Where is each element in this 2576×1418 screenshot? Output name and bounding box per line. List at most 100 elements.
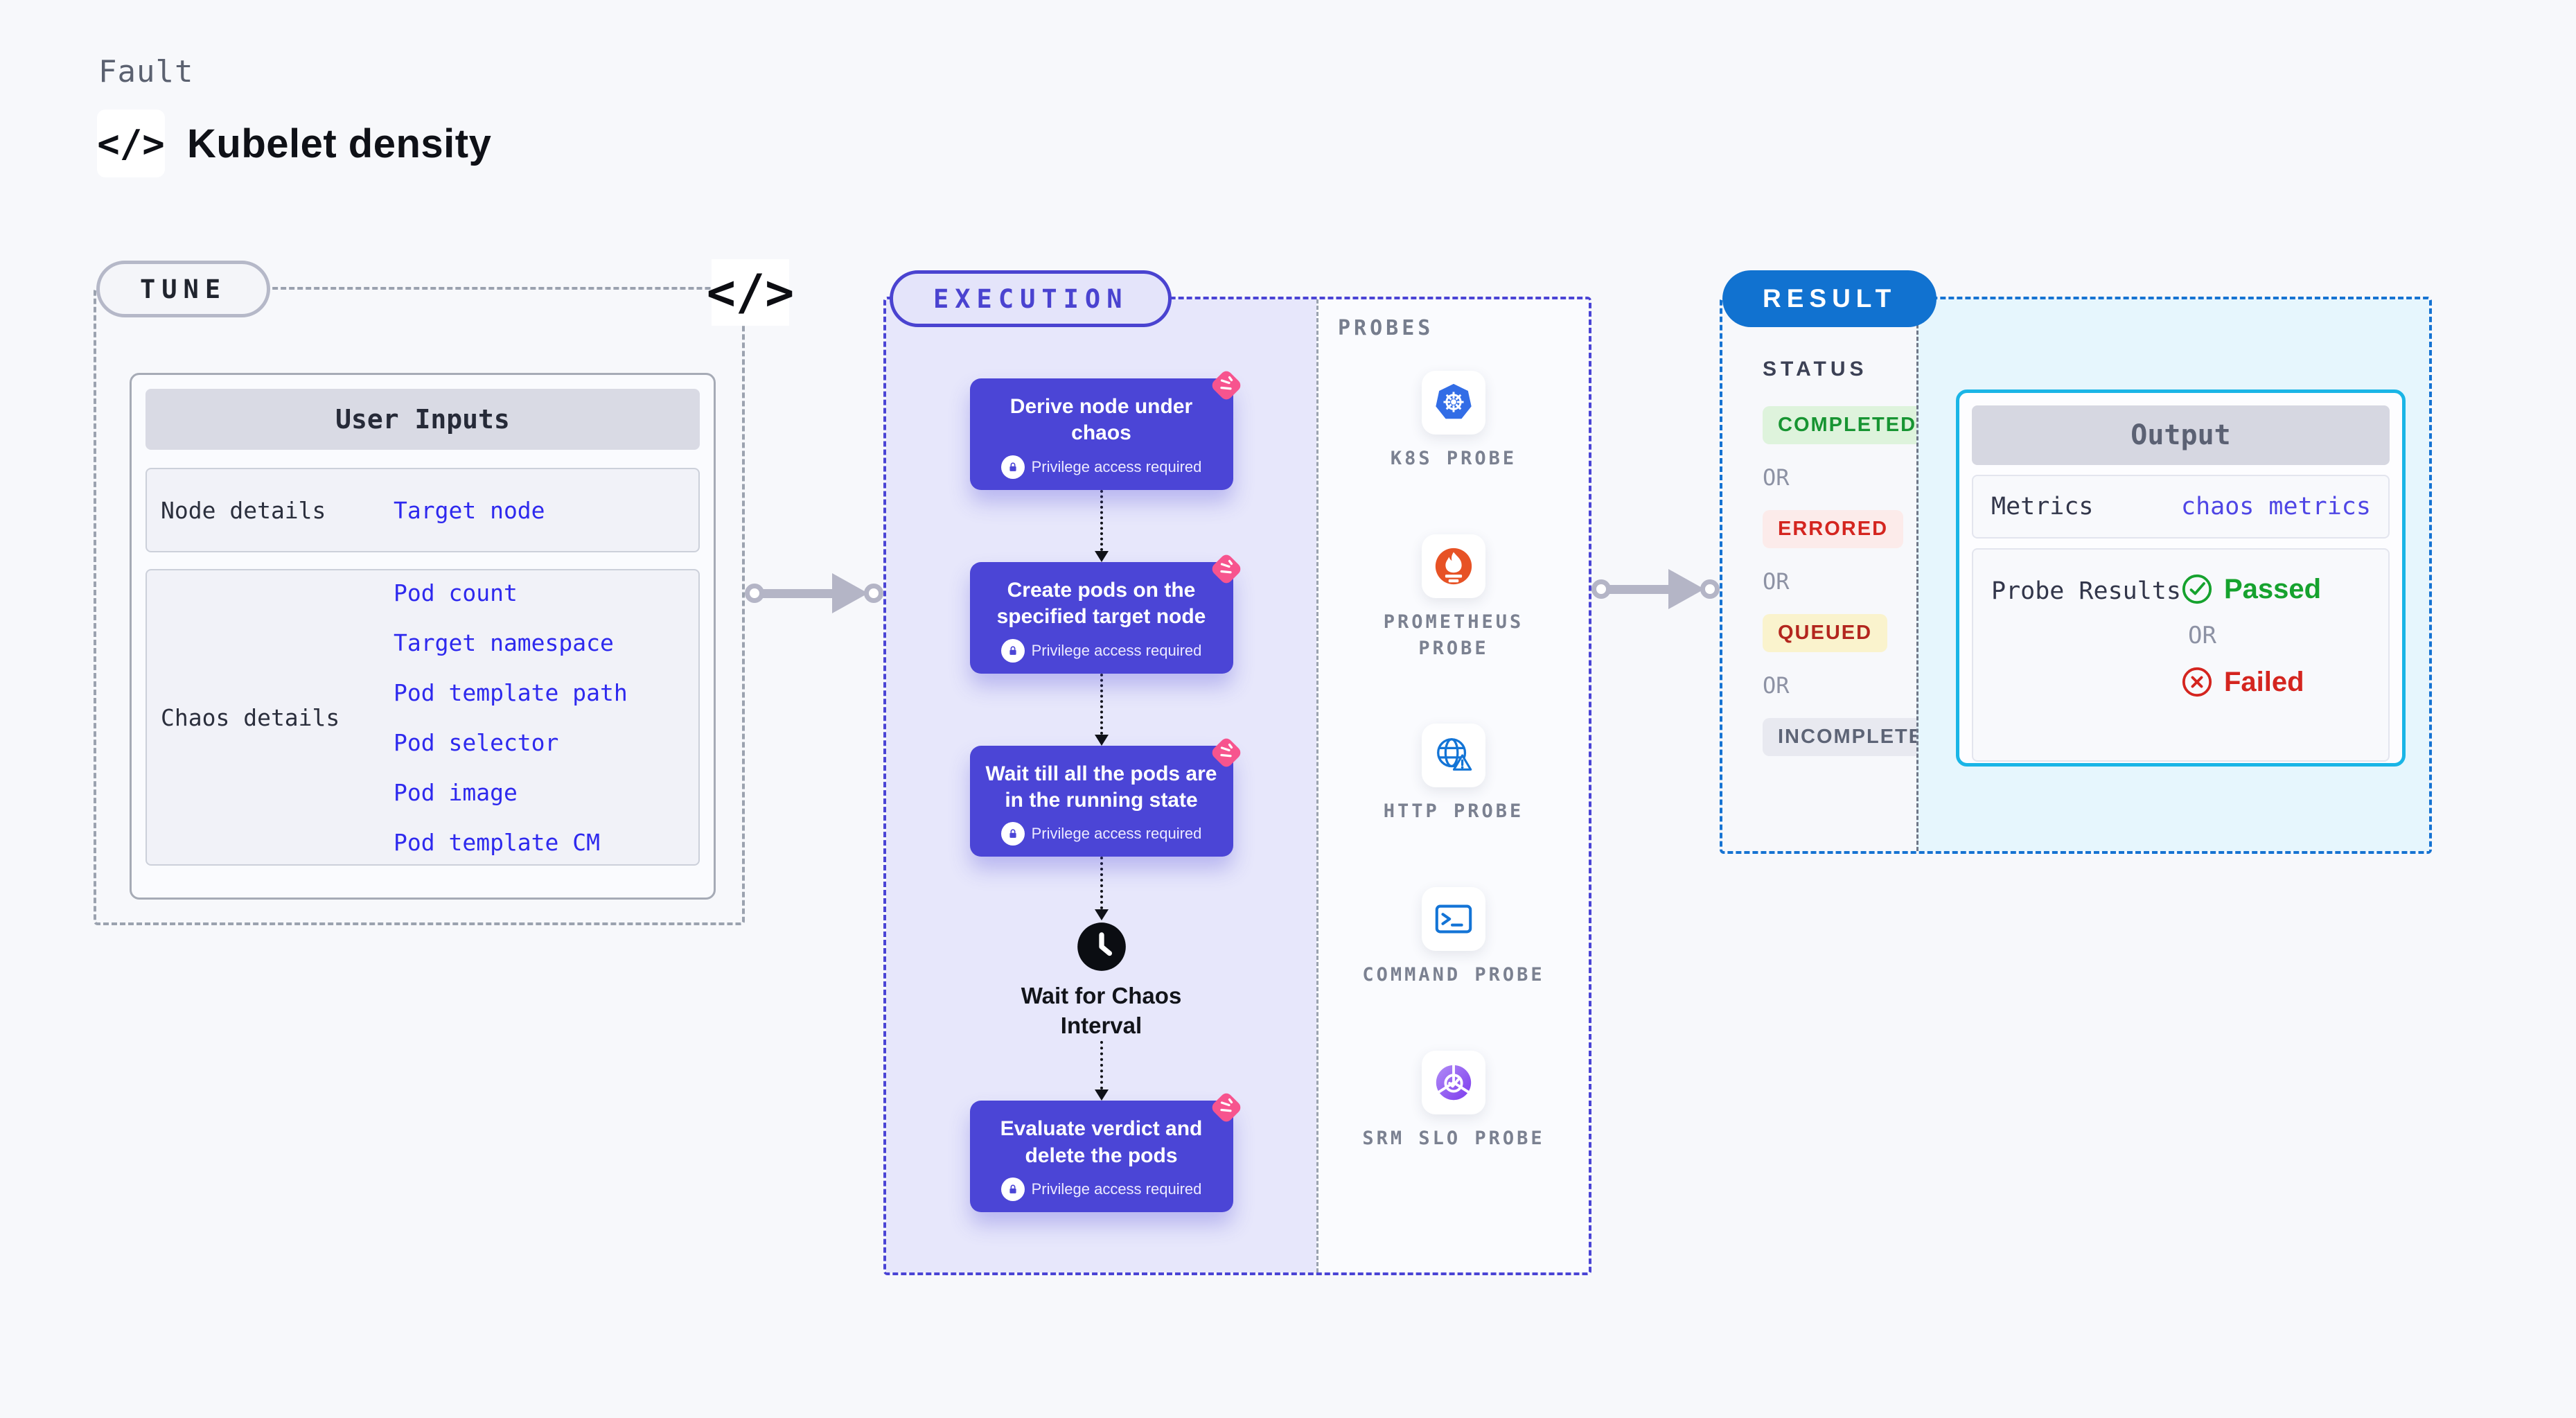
link-target-namespace[interactable]: Target namespace [394, 629, 614, 656]
step-title: Wait till all the pods are in the runnin… [985, 762, 1217, 812]
probe-label: COMMAND PROBE [1362, 964, 1545, 986]
flow-arrow-down [1094, 1041, 1109, 1101]
clock-icon [1077, 922, 1126, 972]
chaos-pinwheel-icon [1212, 738, 1240, 767]
connector-ring [864, 584, 883, 603]
status-label: STATUS [1763, 358, 1868, 380]
chaos-pinwheel-icon [1212, 554, 1240, 584]
or-label: OR [2188, 622, 2216, 649]
table-row: Metrics chaos metrics [1972, 475, 2390, 539]
metrics-link[interactable]: chaos metrics [2181, 493, 2371, 520]
connector-line [1608, 584, 1671, 594]
or-label: OR [1763, 568, 1790, 595]
execution-badge: EXECUTION [890, 270, 1172, 327]
link-pod-template-path[interactable]: Pod template path [394, 679, 628, 706]
arrowhead-icon [1094, 734, 1109, 746]
arrowhead-icon [1668, 569, 1704, 609]
execution-flow: Derive node under chaos Privilege access… [886, 299, 1316, 1272]
row-label: Node details [161, 496, 326, 524]
probe-prometheus: PROMETHEUS PROBE [1357, 534, 1551, 662]
result-badge: RESULT [1722, 270, 1937, 327]
chaos-pinwheel-icon [1212, 1093, 1240, 1122]
x-circle-icon [2182, 667, 2212, 697]
table-row: Node details Target node [145, 468, 700, 552]
probe-label: SRM SLO PROBE [1362, 1127, 1545, 1149]
or-label: OR [1763, 464, 1790, 491]
probe-command: COMMAND PROBE [1362, 887, 1544, 988]
probes-label: PROBES [1338, 316, 1434, 340]
fault-eyebrow: Fault [98, 54, 194, 89]
tune-section: TUNE </> User Inputs Node details Target… [94, 259, 794, 925]
verdict-failed: Failed [2181, 666, 2321, 698]
metrics-label: Metrics [1991, 492, 2094, 520]
step-title: Derive node under chaos [1009, 395, 1193, 445]
probe-results-values: Passed OR Failed [2181, 573, 2321, 698]
privilege-note: Privilege access required [981, 455, 1222, 479]
failed-label: Failed [2224, 666, 2304, 697]
or-label: OR [1763, 672, 1790, 699]
wait-interval-label: Wait for Chaos Interval [1021, 983, 1182, 1039]
flow-arrow-down [1094, 673, 1109, 746]
prometheus-icon [1422, 534, 1485, 598]
probe-http: HTTP PROBE [1384, 724, 1524, 825]
row-label: Chaos details [161, 703, 340, 731]
step-evaluate-verdict: Evaluate verdict and delete the pods Pri… [969, 1093, 1240, 1212]
privilege-note-text: Privilege access required [1031, 825, 1202, 843]
table-row: Probe Results Passed OR [1972, 548, 2390, 762]
output-panel: Output Metrics chaos metrics Probe Resul… [1916, 299, 2429, 851]
lock-icon [1000, 638, 1025, 663]
status-badge-completed: COMPLETED [1763, 406, 1932, 444]
step-derive-node: Derive node under chaos Privilege access… [969, 371, 1240, 490]
step-wait-chaos-interval: Wait for Chaos Interval [998, 920, 1206, 1041]
kubernetes-icon [1422, 371, 1485, 435]
user-inputs-title: User Inputs [145, 389, 700, 450]
privilege-note: Privilege access required [981, 1177, 1222, 1201]
check-circle-icon [2182, 574, 2212, 604]
step-title: Evaluate verdict and delete the pods [1000, 1117, 1203, 1167]
user-inputs-card: User Inputs Node details Target node Cha… [130, 373, 716, 900]
lock-icon [1000, 822, 1025, 846]
privilege-note: Privilege access required [981, 638, 1222, 663]
status-badge-errored: ERRORED [1763, 510, 1904, 548]
code-icon: </> [97, 110, 165, 177]
connector-ring [1591, 579, 1611, 599]
link-pod-count[interactable]: Pod count [394, 579, 518, 606]
lock-icon [1000, 455, 1025, 479]
arrowhead-icon [1094, 1089, 1109, 1101]
page-header: </> Kubelet density [97, 110, 491, 177]
privilege-note-text: Privilege access required [1031, 1180, 1202, 1198]
verdict-passed: Passed [2181, 573, 2321, 605]
table-row: Chaos details Pod count Target namespace… [145, 569, 700, 866]
status-column: STATUS COMPLETED OR ERRORED OR QUEUED OR… [1722, 299, 1955, 851]
probes-panel: PROBES K8S PROBE [1316, 299, 1589, 1272]
arrowhead-icon [832, 573, 868, 613]
probe-label: HTTP PROBE [1383, 800, 1524, 823]
output-title: Output [1972, 405, 2390, 465]
connector-ring [1700, 579, 1720, 599]
arrow-tune-to-execution [745, 572, 883, 614]
link-pod-selector[interactable]: Pod selector [394, 728, 559, 756]
passed-label: Passed [2224, 573, 2322, 604]
lock-icon [1000, 1177, 1025, 1201]
status-badge-queued: QUEUED [1763, 614, 1888, 652]
step-wait-pods-running: Wait till all the pods are in the runnin… [969, 738, 1240, 857]
link-target-node[interactable]: Target node [394, 496, 545, 524]
result-section: RESULT STATUS COMPLETED OR ERRORED OR QU… [1720, 270, 2432, 854]
privilege-note: Privilege access required [981, 822, 1222, 846]
tune-badge: TUNE [96, 261, 271, 317]
code-icon: </> [707, 259, 794, 326]
connector-line [761, 588, 835, 598]
chaos-pinwheel-icon [1212, 371, 1240, 400]
probe-label: PROMETHEUS PROBE [1383, 611, 1524, 659]
output-card: Output Metrics chaos metrics Probe Resul… [1956, 389, 2406, 767]
http-globe-icon [1422, 724, 1485, 788]
probe-k8s: K8S PROBE [1391, 371, 1517, 472]
privilege-note-text: Privilege access required [1031, 457, 1202, 475]
probe-label: K8S PROBE [1390, 448, 1517, 469]
link-pod-template-cm[interactable]: Pod template CM [394, 828, 601, 856]
srm-slo-icon [1421, 1050, 1485, 1114]
probe-results-label: Probe Results [1991, 577, 2181, 605]
execution-section: EXECUTION Derive node under chaos Privil… [883, 270, 1591, 1275]
link-pod-image[interactable]: Pod image [394, 778, 518, 806]
step-title: Create pods on the specified target node [996, 578, 1206, 629]
